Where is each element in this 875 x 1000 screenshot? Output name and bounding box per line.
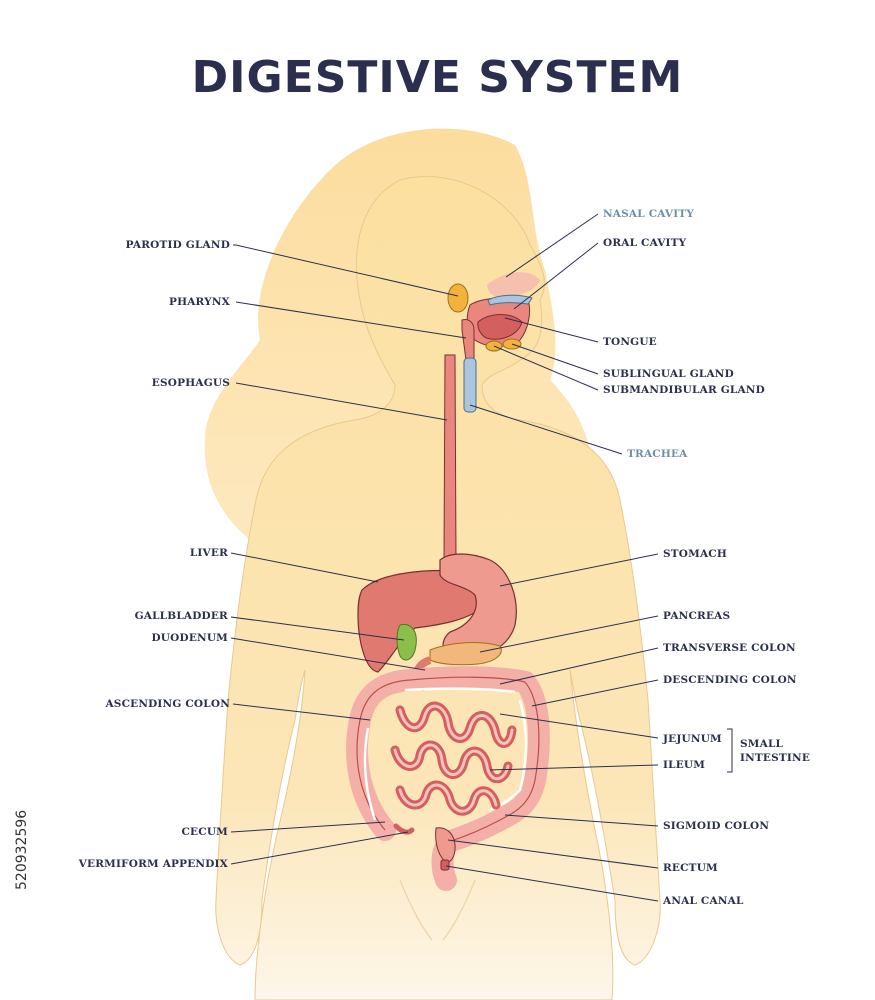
- leader-ascending-colon: [232, 703, 371, 721]
- leader-pancreas: [479, 615, 659, 653]
- label-trachea: TRACHEA: [627, 448, 688, 460]
- label-liver: LIVER: [189, 547, 228, 559]
- label-gallbladder: GALLBLADDER: [134, 610, 228, 622]
- leader-pharynx: [235, 301, 467, 339]
- nasal-airway: [487, 294, 533, 306]
- colon-outline: [356, 676, 540, 843]
- anal-canal-shape: [440, 859, 450, 871]
- pelvis-line-right: [442, 879, 476, 941]
- leader-lines: [230, 213, 733, 902]
- label-tongue: TONGUE: [603, 336, 657, 348]
- leader-stomach: [499, 553, 659, 587]
- leader-esophagus: [235, 382, 448, 421]
- label-stomach: STOMACH: [663, 548, 727, 560]
- label-oral-cavity: ORAL CAVITY: [603, 237, 687, 249]
- leader-tongue: [504, 317, 599, 343]
- label-pancreas: PANCREAS: [663, 610, 731, 622]
- tongue-shape: [477, 314, 523, 340]
- label-ileum: ILEUM: [663, 759, 706, 771]
- appendix-shape: [393, 823, 415, 835]
- trachea-shape: [463, 357, 477, 413]
- leader-sublingual: [511, 343, 599, 375]
- leader-transverse-colon: [499, 647, 659, 685]
- label-transverse-colon: TRANSVERSE COLON: [663, 642, 796, 654]
- nasal-cavity-shape: [487, 272, 540, 298]
- label-submandibular-gland: SUBMANDIBULAR GLAND: [603, 384, 765, 396]
- leader-submandibular: [493, 345, 599, 391]
- leader-duodenum: [230, 637, 426, 671]
- leader-anal-canal: [445, 865, 659, 902]
- leader-gallbladder: [230, 616, 405, 641]
- label-sublingual-gland: SUBLINGUAL GLAND: [603, 368, 734, 380]
- label-duodenum: DUODENUM: [151, 632, 228, 644]
- rectum-shape: [435, 827, 456, 863]
- gallbladder-shape: [396, 623, 417, 661]
- label-pharynx: PHARYNX: [168, 296, 230, 308]
- leader-liver: [230, 552, 379, 583]
- label-nasal-cavity: NASAL CAVITY: [603, 208, 695, 220]
- label-vermiform-appendix: VERMIFORM APPENDIX: [78, 858, 228, 870]
- leader-descending-colon: [531, 679, 659, 707]
- label-sigmoid-colon: SIGMOID COLON: [663, 820, 770, 832]
- label-rectum: RECTUM: [663, 862, 718, 874]
- pelvis-line-left: [399, 879, 433, 941]
- leader-sigmoid-colon: [504, 814, 659, 827]
- label-jejunum: JEJUNUM: [663, 733, 722, 745]
- pancreas-shape: [429, 642, 502, 666]
- label-small-intestine-line1: SMALL: [740, 738, 784, 750]
- label-small-intestine-line2: INTESTINE: [740, 752, 811, 764]
- small-intestine-highlight: [393, 704, 514, 813]
- leader-jejunum: [499, 713, 659, 739]
- leader-rectum: [447, 839, 659, 869]
- leader-nasal-cavity: [505, 213, 599, 278]
- leader-parotid-gland: [233, 244, 459, 297]
- page-title: DIGESTIVE SYSTEM: [191, 52, 684, 103]
- small-intestine-bracket: [727, 728, 733, 773]
- leader-appendix: [230, 831, 409, 865]
- leader-cecum: [230, 821, 386, 833]
- label-anal-canal: ANAL CANAL: [663, 895, 744, 907]
- label-ascending-colon: ASCENDING COLON: [105, 698, 230, 710]
- leader-oral-cavity: [513, 242, 599, 310]
- stock-id: 520932596: [14, 809, 30, 890]
- label-cecum: CECUM: [181, 826, 228, 838]
- label-esophagus: ESOPHAGUS: [151, 377, 230, 389]
- parotid-gland-shape: [447, 283, 469, 313]
- label-descending-colon: DESCENDING COLON: [663, 674, 797, 686]
- leader-ileum: [489, 764, 659, 771]
- label-parotid-gland: PAROTID GLAND: [125, 239, 230, 251]
- leader-trachea: [469, 404, 623, 455]
